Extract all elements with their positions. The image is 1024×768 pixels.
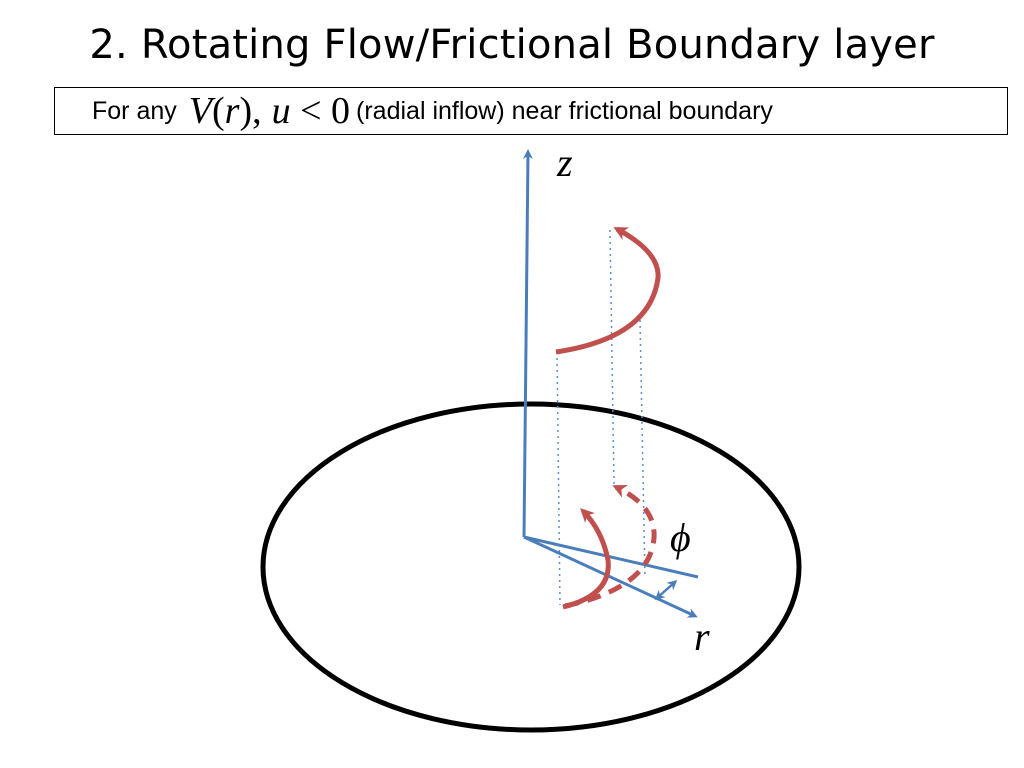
math-u: u [271,90,291,132]
math-paren-close: ), [239,90,262,132]
upper-flow-arrow [555,226,661,355]
math-zero: 0 [331,90,351,132]
phi-double-arrow [654,580,678,600]
slide-title: 2. Rotating Flow/Frictional Boundary lay… [89,22,935,68]
projection-line [639,319,646,579]
z-axis-arrow [522,149,533,538]
math-r: r [224,90,240,132]
statement-suffix: (radial inflow) near frictional boundary [356,96,773,125]
math-v: V [188,90,212,132]
projection-line [609,229,615,485]
statement-box [54,87,1008,135]
lower-flow-arrow-dashed [564,484,657,609]
z-axis-label: z [556,140,573,185]
statement-prefix: For any [92,96,177,125]
math-paren-open: ( [211,90,225,132]
lower-flow-arrow-solid [562,508,611,610]
r-axis-label: r [694,614,710,659]
boundary-ellipse [260,401,802,733]
math-u-inequality: u < 0 [272,89,350,133]
phi-angle-label: ϕ [670,515,691,560]
r-axis-arrow [523,535,698,618]
math-less-than: < [300,90,322,132]
projection-line [556,351,561,606]
math-v-of-r: V(r), [189,89,262,133]
statement-text: For any V(r), u < 0 (radial inflow) near… [92,87,773,135]
radial-reference-line [523,535,699,579]
